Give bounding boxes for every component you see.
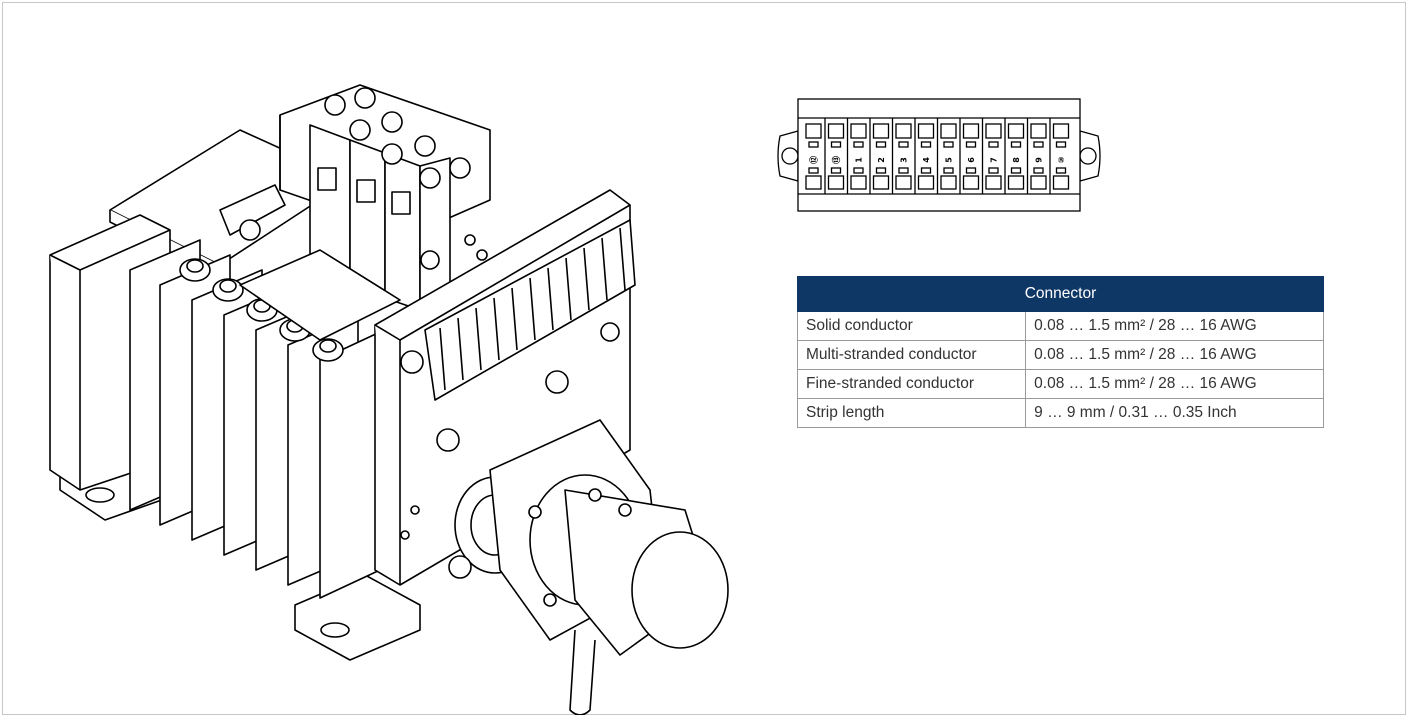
pin-label: ⑩ [1057,156,1066,163]
row-label: Solid conductor [796,311,1027,341]
top-connector-blocks [279,84,491,311]
connector-pin [1052,123,1070,190]
connector-pin [1030,118,1051,194]
connector-pin [895,118,916,194]
table-row: Strip length 9 … 9 mm / 0.31 … 0.35 Inch [796,398,1324,428]
connector-pin [872,118,894,194]
pin-label: 7 [990,157,999,163]
connector-pin [985,118,1006,194]
table-header: Connector [797,276,1324,312]
pin-label: 5 [945,157,954,163]
row-value: 9 … 9 mm / 0.31 … 0.35 Inch [1025,398,1324,428]
mounting-foot-center [294,574,421,661]
connector-pin [962,118,984,194]
row-label: Strip length [796,398,1027,428]
pin-label: ⑫ [809,156,819,164]
wiring-channel [239,249,401,341]
bracket [219,184,286,236]
pin-label: 3 [900,157,909,163]
table-row: Solid conductor 0.08 … 1.5 mm² / 28 … 16… [796,311,1324,341]
connector-pin [917,118,939,194]
manual-override-knobs [179,258,344,362]
pin-label: 8 [1012,157,1021,163]
connector-pin [850,118,871,194]
table-row: Multi-stranded conductor 0.08 … 1.5 mm² … [796,340,1324,370]
table-header-row: Connector [797,276,1324,312]
row-label: Multi-stranded conductor [796,340,1027,370]
connector-pin [805,118,826,194]
pin-label: 9 [1035,157,1044,163]
pin-label: 2 [877,157,886,163]
connector-pin [1007,118,1029,194]
connector-pinout-diagram: ⑫ ⑬ 1 2 3 4 5 6 7 8 9 ⑩ [777,98,1101,212]
connector-pin [827,118,849,194]
sensor-assembly [448,419,729,715]
table-row: Fine-stranded conductor 0.08 … 1.5 mm² /… [796,369,1324,399]
connector-spec-table: Connector Solid conductor 0.08 … 1.5 mm²… [796,276,1324,428]
pin-label: 6 [967,157,976,163]
pin-label: 4 [922,157,931,163]
row-value: 0.08 … 1.5 mm² / 28 … 16 AWG [1025,311,1324,341]
valve-slice-7 [319,331,381,599]
valve-terminal-drawing [49,84,729,715]
row-label: Fine-stranded conductor [796,369,1027,399]
row-value: 0.08 … 1.5 mm² / 28 … 16 AWG [1025,369,1324,399]
pin-label: 1 [855,157,864,163]
terminal-strip [424,219,636,401]
row-value: 0.08 … 1.5 mm² / 28 … 16 AWG [1025,340,1324,370]
pin-label: ⑬ [831,156,841,164]
connector-pin [940,118,961,194]
